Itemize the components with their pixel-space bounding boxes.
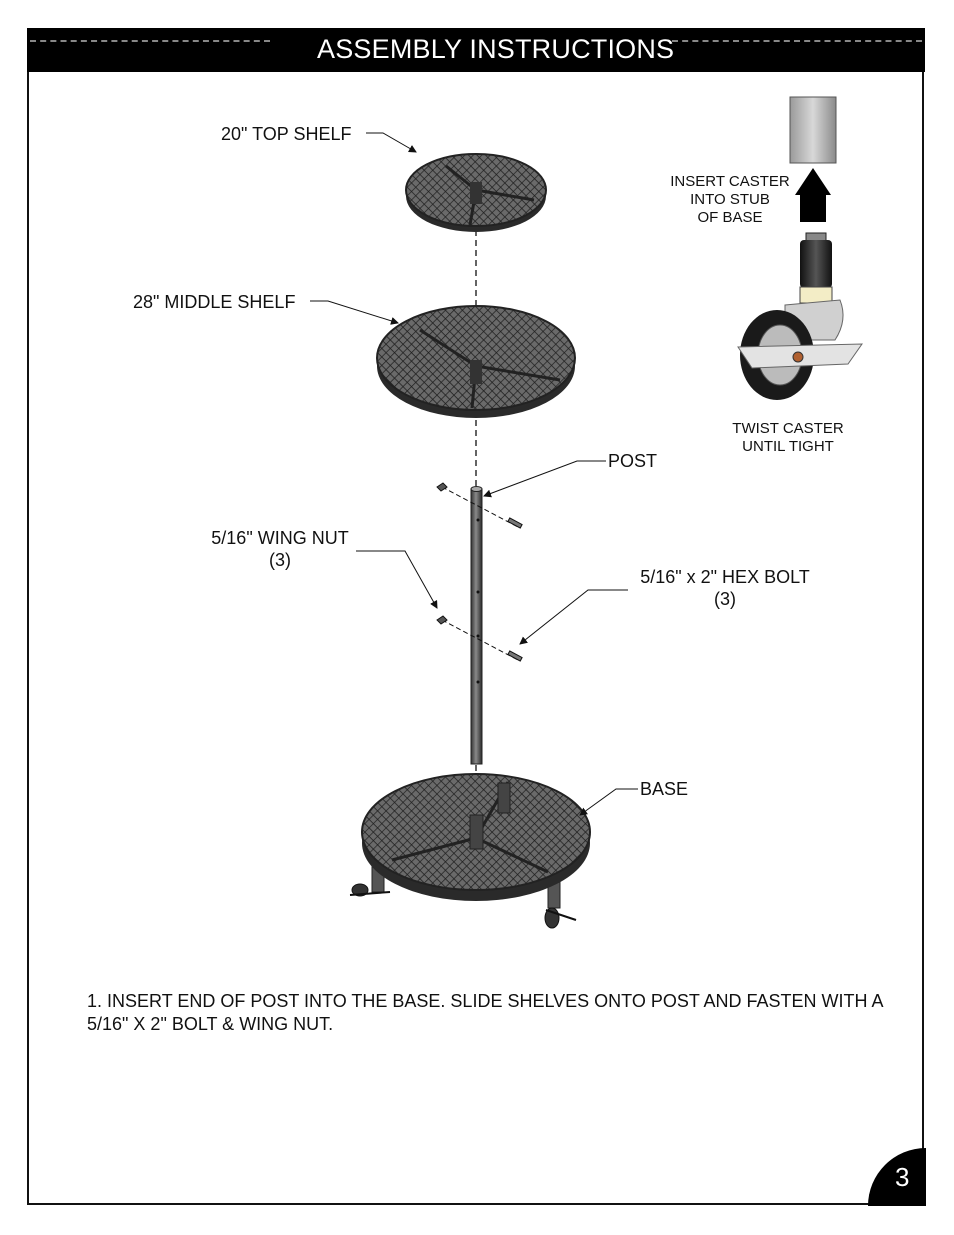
instruction-step-1: 1. INSERT END OF POST INTO THE BASE. SLI… — [87, 991, 883, 1034]
base-label: BASE — [640, 779, 689, 799]
wing-nut-label-line2: (3) — [269, 550, 291, 570]
twist-caster-line1: TWIST CASTER — [732, 420, 844, 437]
post-drawing — [470, 486, 483, 765]
insert-caster-line3: OF BASE — [697, 209, 763, 226]
page-title: ASSEMBLY INSTRUCTIONS — [317, 34, 675, 64]
insert-caster-line2: INTO STUB — [690, 191, 770, 208]
wing-nut-label: 5/16" WING NUT (3) — [204, 527, 356, 571]
top-shelf-drawing — [405, 153, 547, 232]
post-label: POST — [608, 451, 658, 471]
twist-caster-note: TWIST CASTER UNTIL TIGHT — [722, 420, 854, 456]
base-drawing — [349, 773, 591, 929]
middle-shelf-label: 28" MIDDLE SHELF — [133, 292, 296, 312]
wing-nut-label-line1: 5/16" WING NUT — [211, 528, 349, 548]
hex-bolt-label-line2: (3) — [714, 589, 736, 609]
insert-caster-line1: INSERT CASTER — [670, 173, 790, 190]
page-number: 3 — [895, 1162, 910, 1192]
leader-lines — [310, 132, 638, 816]
header-bar: ASSEMBLY INSTRUCTIONS — [27, 28, 925, 72]
caster-detail-drawing — [737, 96, 863, 400]
hardware-top — [436, 482, 523, 529]
top-shelf-label: 20" TOP SHELF — [221, 124, 352, 144]
header-dash-right — [672, 40, 922, 42]
insert-caster-note: INSERT CASTER INTO STUB OF BASE — [660, 173, 800, 227]
hex-bolt-label: 5/16" x 2" HEX BOLT (3) — [631, 566, 819, 610]
middle-shelf-drawing — [376, 305, 576, 418]
header-dash-left — [30, 40, 270, 42]
hardware-lower — [436, 615, 523, 662]
twist-caster-line2: UNTIL TIGHT — [742, 438, 834, 455]
hex-bolt-label-line1: 5/16" x 2" HEX BOLT — [640, 567, 810, 587]
